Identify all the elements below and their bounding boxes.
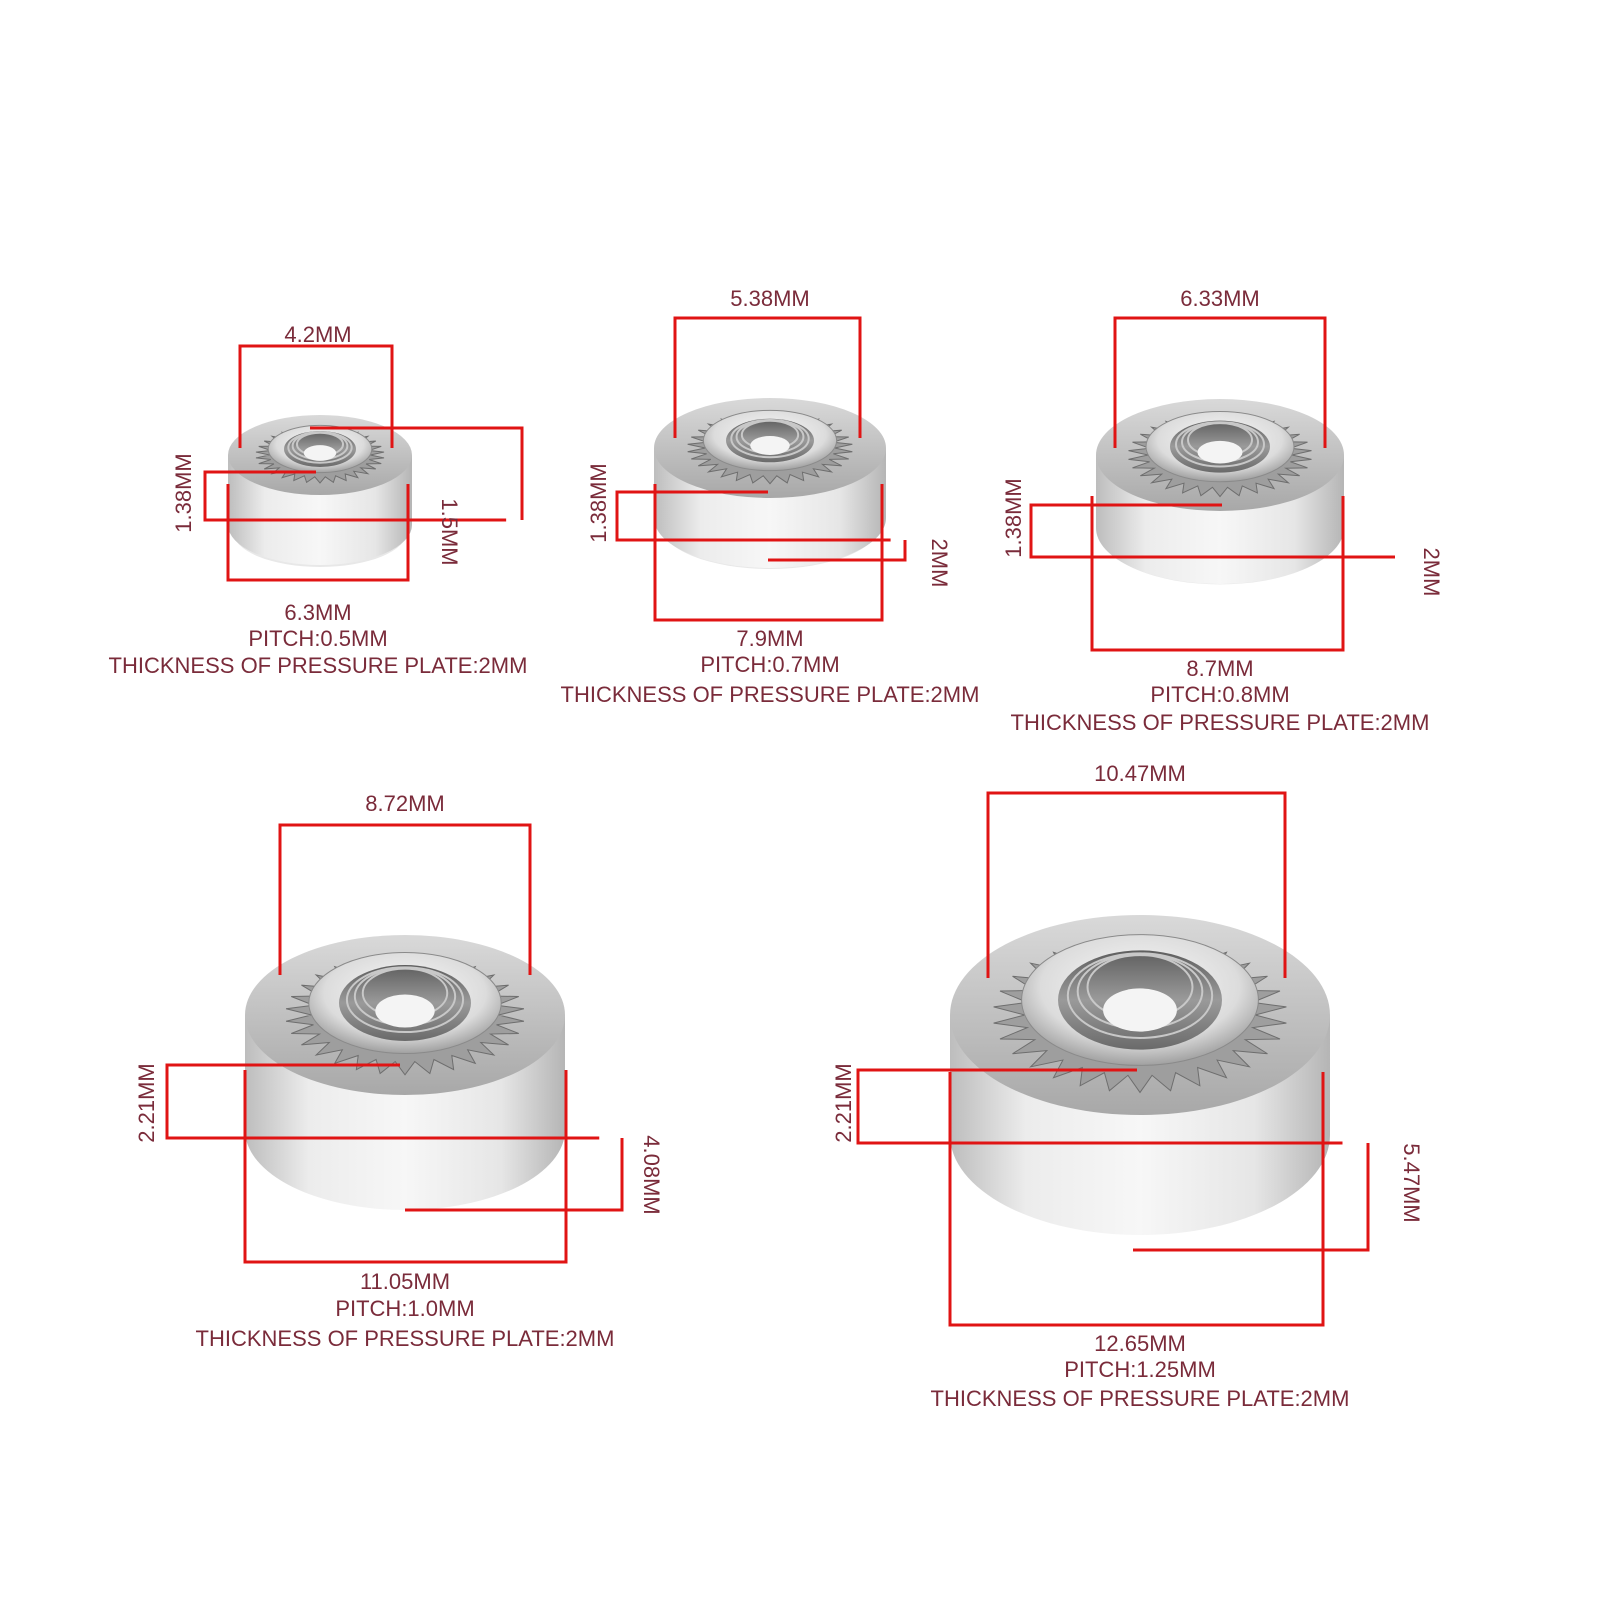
dimension-lines-m3 <box>615 316 907 622</box>
plate-thickness-label: THICKNESS OF PRESSURE PLATE:2MM <box>1011 710 1430 735</box>
top-width-line <box>278 823 532 975</box>
thread-hole-bottom <box>303 445 337 461</box>
top-width-line <box>238 344 394 448</box>
top-width-line <box>673 316 862 438</box>
dimension-lines-m8 <box>856 791 1370 1327</box>
plate-thickness-label: THICKNESS OF PRESSURE PLATE:2MM <box>196 1326 615 1351</box>
plate-thickness-label: THICKNESS OF PRESSURE PLATE:2MM <box>109 653 528 678</box>
total-height-line <box>1133 1143 1370 1252</box>
plate-thickness-label: THICKNESS OF PRESSURE PLATE:2MM <box>561 682 980 707</box>
outer-diameter-label: 12.65MM <box>1094 1331 1186 1356</box>
pitch-label: PITCH:1.25MM <box>1064 1357 1216 1382</box>
top-width-label: 6.33MM <box>1180 286 1259 311</box>
plate-thickness-label: THICKNESS OF PRESSURE PLATE:2MM <box>931 1386 1350 1411</box>
pitch-label: PITCH:0.7MM <box>700 652 839 677</box>
nut-m3 <box>654 398 886 569</box>
dimension-lines-m2 <box>203 344 524 582</box>
dimension-lines-m6 <box>165 823 624 1264</box>
thread-hole-bottom <box>1197 440 1243 464</box>
nut-m4 <box>1096 399 1344 585</box>
top-width-label: 5.38MM <box>730 286 809 311</box>
thread-hole-bottom <box>1103 988 1177 1032</box>
outer-diameter-line <box>226 484 410 582</box>
shank-height-line <box>615 490 891 542</box>
outer-diameter-label: 8.7MM <box>1186 656 1253 681</box>
total-height-line <box>768 540 907 562</box>
pitch-label: PITCH:1.0MM <box>335 1296 474 1321</box>
nut-m8 <box>950 915 1330 1235</box>
nut-m6 <box>245 935 565 1210</box>
top-width-line <box>1113 316 1327 448</box>
pitch-label: PITCH:0.5MM <box>248 626 387 651</box>
top-width-label: 10.47MM <box>1094 761 1186 786</box>
shank-height-label: 1.38MM <box>171 453 196 532</box>
top-width-label: 4.2MM <box>284 322 351 347</box>
shank-height-line <box>203 470 507 522</box>
outer-diameter-line <box>1090 496 1345 652</box>
total-height-line <box>310 426 524 520</box>
shank-height-line <box>1029 503 1377 559</box>
shank-height-label: 1.38MM <box>1001 478 1026 557</box>
total-height-label: 2MM <box>927 539 952 588</box>
top-width-label: 8.72MM <box>365 791 444 816</box>
shank-height-label: 2.21MM <box>831 1063 856 1142</box>
total-height-line <box>405 1138 624 1212</box>
shank-height-line <box>165 1063 600 1140</box>
outer-diameter-label: 11.05MM <box>360 1269 450 1294</box>
total-height-label: 4.08MM <box>639 1135 664 1214</box>
shank-height-label: 2.21MM <box>134 1063 159 1142</box>
total-height-label: 2MM <box>1419 548 1444 597</box>
pitch-label: PITCH:0.8MM <box>1150 682 1289 707</box>
thread-hole-bottom <box>750 436 790 455</box>
shank-height-label: 1.38MM <box>586 463 611 542</box>
thread-hole-bottom <box>375 994 435 1028</box>
shank-height-line <box>856 1068 1343 1145</box>
total-height-label: 1.5MM <box>437 498 462 565</box>
outer-diameter-label: 6.3MM <box>284 600 351 625</box>
outer-diameter-line <box>948 1072 1325 1327</box>
top-width-line <box>986 791 1287 978</box>
outer-diameter-line <box>243 1070 568 1264</box>
dimension-lines-m4 <box>1029 316 1395 652</box>
outer-diameter-label: 7.9MM <box>736 626 803 651</box>
outer-diameter-line <box>653 484 884 622</box>
total-height-label: 5.47MM <box>1399 1143 1424 1222</box>
nut-m2 <box>228 415 412 567</box>
